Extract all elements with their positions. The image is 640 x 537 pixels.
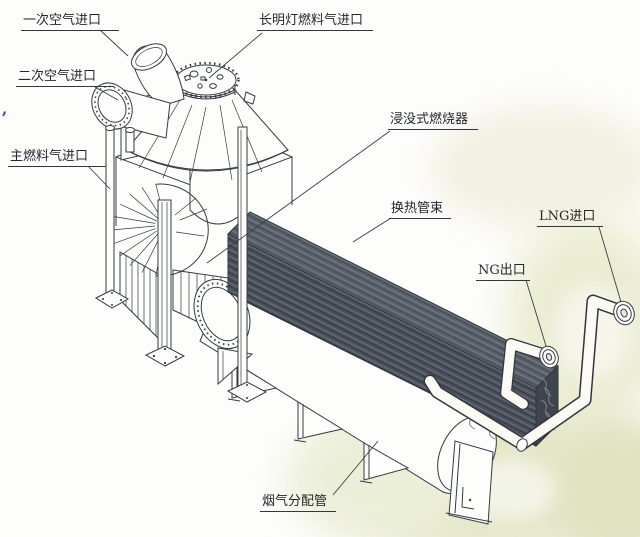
- label-ng-outlet: NG出口: [476, 263, 530, 281]
- base-plate: [94, 289, 130, 309]
- leader-lng-inlet: [598, 226, 622, 303]
- label-submerged-burner: 浸没式燃烧器: [388, 112, 478, 130]
- label-lng-inlet: LNG进口: [537, 209, 603, 227]
- secondary-air-flange: [91, 82, 133, 130]
- support-column-front: [144, 199, 186, 367]
- leader-secondary-air-inlet: [94, 86, 119, 101]
- label-flue-gas-distribution-pipe: 烟气分配管: [260, 494, 336, 512]
- left-skirt: [119, 251, 161, 342]
- main-fuel-gas-pipe: [94, 125, 135, 309]
- pilot-leader-target: [204, 78, 208, 82]
- leader-submerged-burner: [206, 130, 391, 264]
- leader-primary-air-inlet: [99, 29, 129, 57]
- leader-ng-outlet: [525, 279, 547, 347]
- label-primary-air-inlet: 一次空气进口: [21, 13, 119, 31]
- label-main-fuel-gas-inlet: 主燃料气进口: [8, 149, 106, 167]
- primary-air-duct: [130, 43, 185, 107]
- secondary-air-pipe: [91, 82, 171, 139]
- leader-main-fuel-gas-inlet: [87, 165, 111, 190]
- pilot-port: [189, 70, 199, 78]
- label-secondary-air-inlet: 二次空气进口: [16, 69, 114, 87]
- base-plate: [144, 345, 186, 367]
- label-heat-exchange-tube-bundle: 换热管束: [389, 201, 451, 219]
- leader-pilot-fuel-gas-inlet: [208, 32, 263, 79]
- label-pilot-fuel-gas-inlet: 长明灯燃料气进口: [257, 13, 373, 31]
- leader-tube-bundle: [352, 217, 392, 243]
- stray-mark: ,: [2, 100, 8, 118]
- base-plate: [226, 381, 268, 403]
- support-column-right: [226, 126, 268, 403]
